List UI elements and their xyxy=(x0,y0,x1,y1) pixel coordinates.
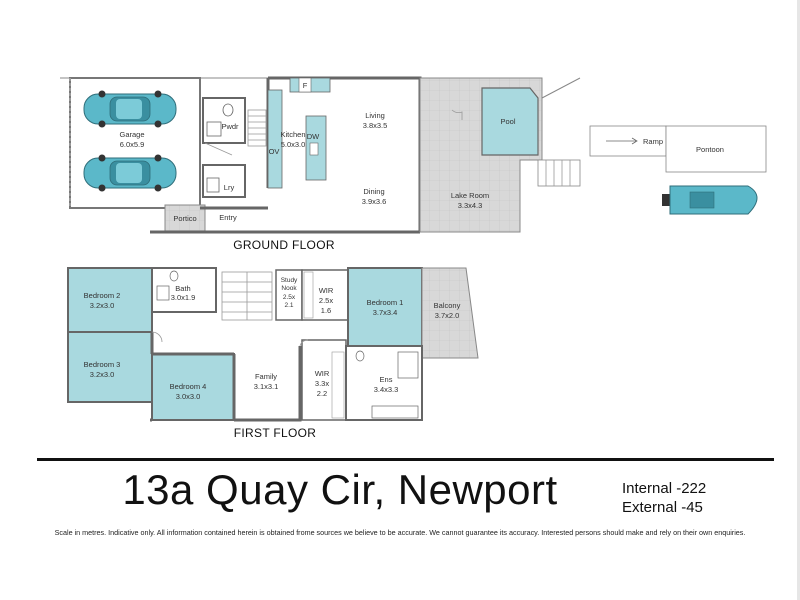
study-nook xyxy=(275,269,303,321)
study-nook-label-1: Study xyxy=(281,277,298,284)
dining-label: Dining xyxy=(363,187,384,196)
wir-2-size-2: 2.2 xyxy=(317,389,327,398)
toilet-icon xyxy=(169,270,179,282)
living-size: 3.8x3.5 xyxy=(363,121,388,130)
pool-label: Pool xyxy=(500,117,515,126)
lry-label: Lry xyxy=(224,183,235,192)
disclaimer-text: Scale in metres. Indicative only. All in… xyxy=(54,528,746,537)
basin-icon xyxy=(156,285,170,301)
kitchen-label: Kitchen xyxy=(280,130,305,139)
laundry-room: Lry xyxy=(202,164,246,198)
stairs xyxy=(247,109,267,147)
laundry-tub-icon xyxy=(206,177,220,193)
entry-label: Entry xyxy=(219,213,237,222)
first-floor-label: FIRST FLOOR xyxy=(234,426,316,440)
family-size: 3.1x3.1 xyxy=(254,382,279,391)
pontoon-label: Pontoon xyxy=(696,145,724,154)
ens-size: 3.4x3.3 xyxy=(374,385,399,394)
deck-steps xyxy=(537,77,581,187)
study-nook-size-2: 2.1 xyxy=(284,302,293,309)
garage-room: Garage 6.0x5.9 xyxy=(69,77,201,209)
portico: Portico xyxy=(164,204,206,232)
bedroom-2-room xyxy=(67,267,153,333)
study-nook-size-1: 2.5x xyxy=(283,294,296,301)
ground-floor-label: GROUND FLOOR xyxy=(233,238,335,252)
living-label: Living xyxy=(365,111,385,120)
lake-room-label: Lake Room xyxy=(451,191,489,200)
bedroom-4-size: 3.0x3.0 xyxy=(176,392,201,401)
pool xyxy=(481,87,539,156)
lake-room: Pool Lake Room 3.3x4.3 xyxy=(419,77,543,233)
garage-size: 6.0x5.9 xyxy=(120,140,145,149)
pontoon: Pontoon xyxy=(665,125,767,173)
garage-label: Garage xyxy=(119,130,144,139)
study-nook-label-2: Nook xyxy=(281,285,297,292)
balcony-size: 3.7x2.0 xyxy=(435,311,460,320)
ramp: Ramp xyxy=(589,125,667,157)
external-area: External -45 xyxy=(622,499,703,516)
first-floor: Bedroom 2 3.2x3.0 Bedroom 3 3.2x3.0 Bath… xyxy=(67,267,479,440)
car-icon xyxy=(83,154,177,192)
fridge-space xyxy=(298,77,312,93)
wir-1-size-1: 2.5x xyxy=(319,296,333,305)
wir-1-label: WIR xyxy=(319,286,334,295)
kitchen-area: F Kitchen 5.0x3.0 DW OV xyxy=(267,77,331,189)
bath-label: Bath xyxy=(175,284,190,293)
floor-plan: Garage 6.0x5.9 Pwdr Lry Portico Entry xyxy=(60,76,767,440)
portico-label: Portico xyxy=(173,214,196,223)
family-label: Family xyxy=(255,372,277,381)
wir-1-size-2: 1.6 xyxy=(321,306,331,315)
arrow-right-icon xyxy=(606,137,638,145)
edge-strip xyxy=(797,0,800,600)
stairs xyxy=(221,271,273,321)
internal-area: Internal -222 xyxy=(622,480,707,497)
bath-size: 3.0x1.9 xyxy=(171,293,196,302)
bedroom-1-room xyxy=(347,267,423,347)
vanity-icon xyxy=(371,405,419,419)
lake-room-size: 3.3x4.3 xyxy=(458,201,483,210)
balcony xyxy=(421,267,479,359)
basin-icon xyxy=(206,121,222,137)
dining-size: 3.9x3.6 xyxy=(362,197,387,206)
car-icon xyxy=(83,90,177,128)
balcony-label: Balcony xyxy=(434,301,461,310)
dishwasher-label: DW xyxy=(307,132,320,141)
ens-label: Ens xyxy=(380,375,393,384)
bedroom-3-label: Bedroom 3 xyxy=(84,360,121,369)
pwdr-label: Pwdr xyxy=(221,122,239,131)
bedroom-1-label: Bedroom 1 xyxy=(367,298,404,307)
ground-floor: Garage 6.0x5.9 Pwdr Lry Portico Entry xyxy=(60,76,767,252)
shower-icon xyxy=(397,351,419,379)
kitchen-size: 5.0x3.0 xyxy=(281,140,306,149)
bedroom-4-label: Bedroom 4 xyxy=(170,382,207,391)
fridge-label: F xyxy=(303,81,308,90)
area-summary: Internal -222 External -45 xyxy=(622,479,706,517)
bedroom-2-size: 3.2x3.0 xyxy=(90,301,115,310)
toilet-icon xyxy=(355,350,365,362)
property-address: 13a Quay Cir, Newport xyxy=(122,466,558,513)
bedroom-2-label: Bedroom 2 xyxy=(84,291,121,300)
wir-2-size-1: 3.3x xyxy=(315,379,329,388)
boat-icon xyxy=(662,185,758,215)
wir-2-label: WIR xyxy=(315,369,330,378)
bedroom-3-size: 3.2x3.0 xyxy=(90,370,115,379)
divider-rule xyxy=(37,458,774,461)
sink-icon xyxy=(309,142,319,156)
ramp-label: Ramp xyxy=(643,137,663,146)
powder-room: Pwdr xyxy=(202,97,246,156)
bedroom-1-size: 3.7x3.4 xyxy=(373,308,398,317)
oven-label: OV xyxy=(269,147,280,156)
toilet-icon xyxy=(222,103,234,117)
